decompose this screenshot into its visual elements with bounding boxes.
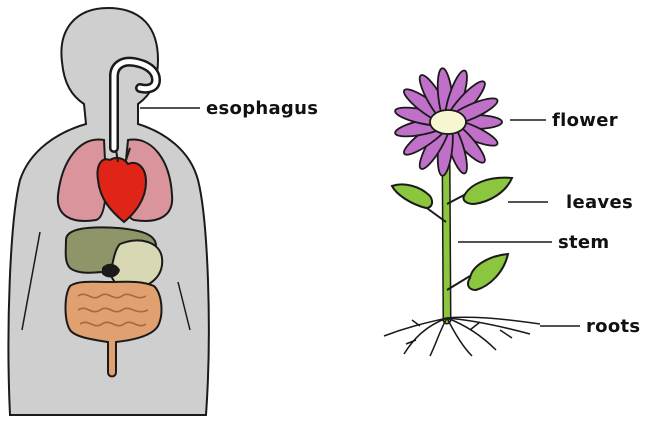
roots-label: roots [586,316,640,337]
leaves-label: leaves [566,192,633,213]
plant-stem-fill [446,152,447,320]
human-body-diagram: esophagus [8,8,318,415]
leaf-right-bottom [468,254,508,290]
leaf-left [392,184,432,208]
plant-diagram: flower leaves stem roots [384,68,640,356]
stem-label: stem [558,232,609,253]
leaf-right-top [463,178,512,204]
flower-label: flower [552,110,618,131]
flower-center [430,110,466,134]
esophagus-label: esophagus [206,98,318,119]
plant-roots [384,317,540,356]
